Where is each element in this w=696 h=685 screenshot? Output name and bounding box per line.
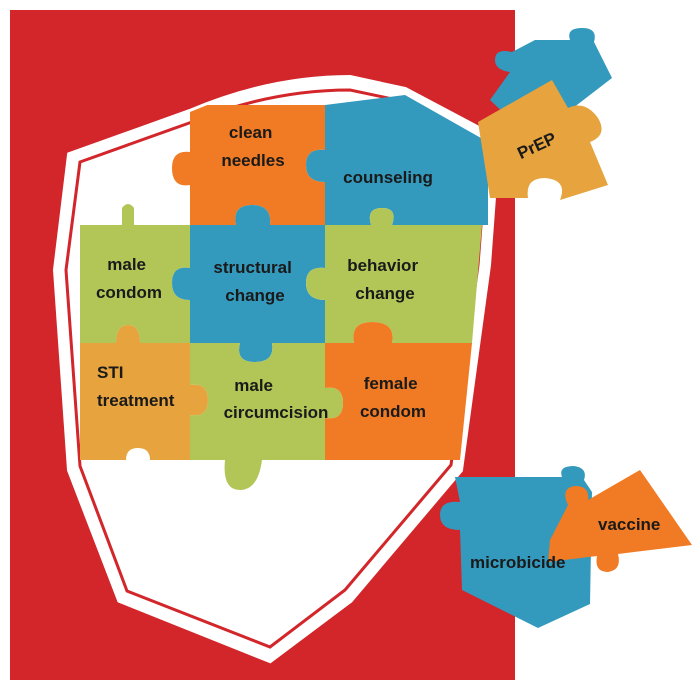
puzzle-piece-vaccine	[548, 470, 692, 572]
puzzle-piece-female-condom	[325, 322, 472, 460]
puzzle-piece-counseling	[306, 95, 488, 225]
label-structural-change: structural change	[213, 258, 296, 305]
label-sti-treatment: STI treatment	[97, 363, 175, 410]
puzzle-piece-behavior-change	[306, 208, 482, 343]
label-microbicide: microbicide	[470, 553, 565, 572]
puzzle-piece-microbicide	[440, 466, 592, 628]
puzzle-piece-clean-needles	[172, 105, 325, 225]
puzzle-piece-prep	[478, 80, 608, 200]
label-female-condom: female condom	[360, 374, 426, 421]
puzzle-piece-male-condom	[80, 204, 190, 343]
label-behavior-change: behavior change	[347, 256, 423, 303]
label-male-condom: male condom	[96, 255, 162, 302]
puzzle-piece-male-circumcision	[190, 343, 343, 490]
label-clean-needles: clean needles	[221, 123, 284, 170]
label-vaccine: vaccine	[598, 515, 660, 534]
puzzle-piece-sti-treatment	[80, 325, 208, 460]
label-male-circumcision: male circumcision	[224, 376, 329, 422]
puzzle-piece-structural-change	[172, 205, 325, 362]
label-counseling: counseling	[343, 168, 433, 187]
